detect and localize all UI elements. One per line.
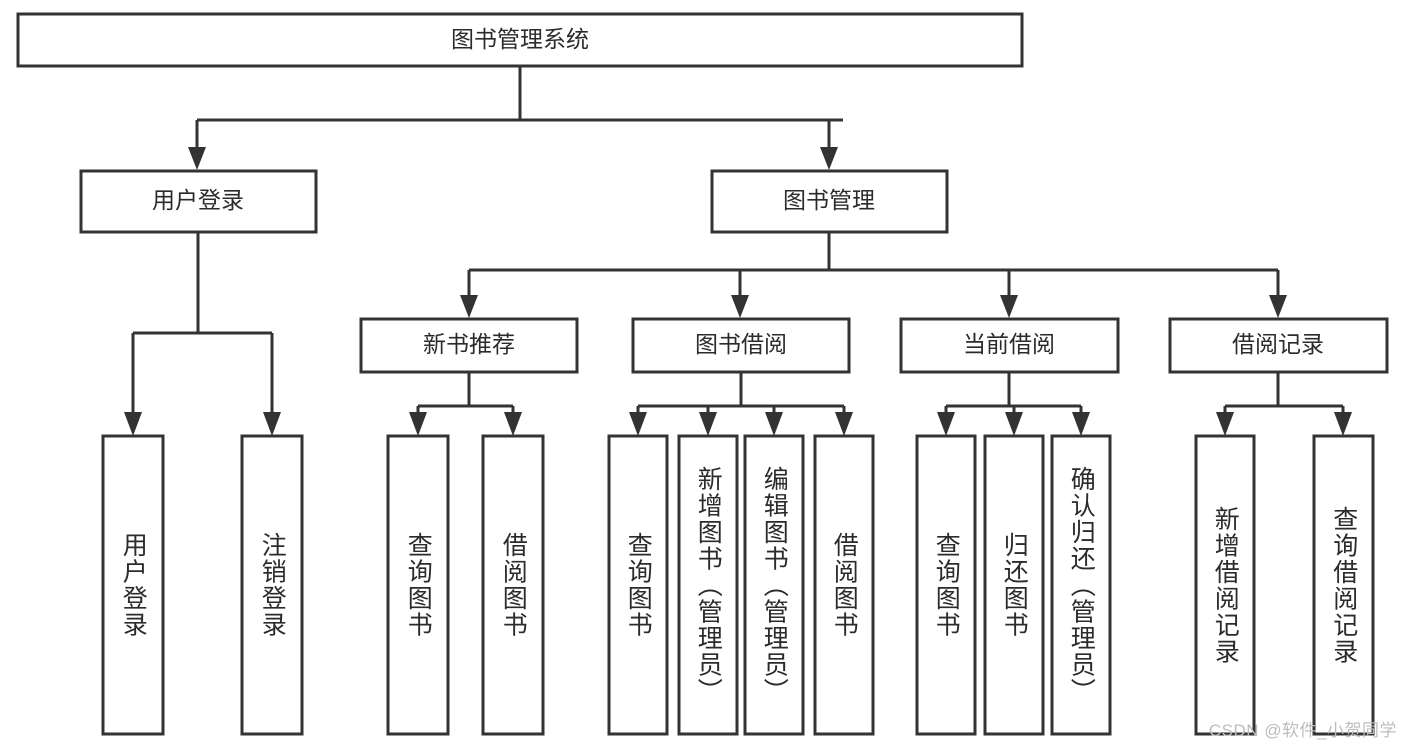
connector-current-borrow-to-leaves bbox=[937, 372, 1090, 436]
leaf-box-borrow-add[interactable] bbox=[677, 434, 739, 736]
leaf-box-user-login[interactable] bbox=[101, 434, 165, 736]
leaf-box-cur-confirm[interactable] bbox=[1050, 434, 1112, 736]
leaf-box-rec-query2[interactable] bbox=[1312, 434, 1375, 736]
connector-book-manage-to-level2 bbox=[460, 232, 1287, 318]
node-borrow-record[interactable]: 借阅记录 bbox=[1168, 317, 1389, 374]
leaf-box-rec-add[interactable] bbox=[1194, 434, 1256, 736]
connector-root-to-level1 bbox=[188, 66, 843, 170]
node-user-login-box bbox=[79, 169, 318, 234]
leaf-box-borrow-query[interactable] bbox=[607, 434, 669, 736]
node-book-borrow[interactable]: 图书借阅 bbox=[631, 317, 851, 374]
node-root-label: 图书管理系统 bbox=[451, 26, 589, 52]
node-root-box bbox=[16, 12, 1024, 68]
connector-borrow-record-to-leaves bbox=[1216, 372, 1352, 436]
node-user-login-label: 用户登录 bbox=[152, 187, 244, 213]
connector-new-book-rec-to-leaves bbox=[409, 372, 522, 436]
node-current-borrow-box bbox=[899, 317, 1120, 374]
leaf-box-borrow-lend[interactable] bbox=[813, 434, 875, 736]
leaf-box-rec-borrow[interactable] bbox=[481, 434, 545, 736]
leaf-box-user-logout[interactable] bbox=[240, 434, 304, 736]
node-current-borrow[interactable]: 当前借阅 bbox=[899, 317, 1120, 374]
node-current-borrow-label: 当前借阅 bbox=[963, 331, 1055, 357]
connector-user-login-to-leaves bbox=[124, 232, 281, 436]
connector-book-borrow-to-leaves bbox=[629, 372, 853, 436]
watermark-text: CSDN @软件_小贺同学 bbox=[1208, 721, 1397, 740]
leaf-box-cur-return[interactable] bbox=[983, 434, 1045, 736]
node-borrow-record-label: 借阅记录 bbox=[1232, 331, 1324, 357]
node-new-book-rec-box bbox=[359, 317, 579, 374]
node-user-login[interactable]: 用户登录 bbox=[79, 169, 318, 234]
node-book-manage[interactable]: 图书管理 bbox=[710, 169, 949, 234]
node-book-manage-label: 图书管理 bbox=[783, 187, 875, 213]
leaf-box-borrow-edit[interactable] bbox=[743, 434, 805, 736]
node-root[interactable]: 图书管理系统 bbox=[16, 12, 1024, 68]
node-book-borrow-label: 图书借阅 bbox=[695, 331, 787, 357]
leaf-box-cur-query[interactable] bbox=[915, 434, 977, 736]
node-new-book-rec-label: 新书推荐 bbox=[423, 331, 515, 357]
leaf-box-rec-query[interactable] bbox=[386, 434, 450, 736]
node-new-book-rec[interactable]: 新书推荐 bbox=[359, 317, 579, 374]
